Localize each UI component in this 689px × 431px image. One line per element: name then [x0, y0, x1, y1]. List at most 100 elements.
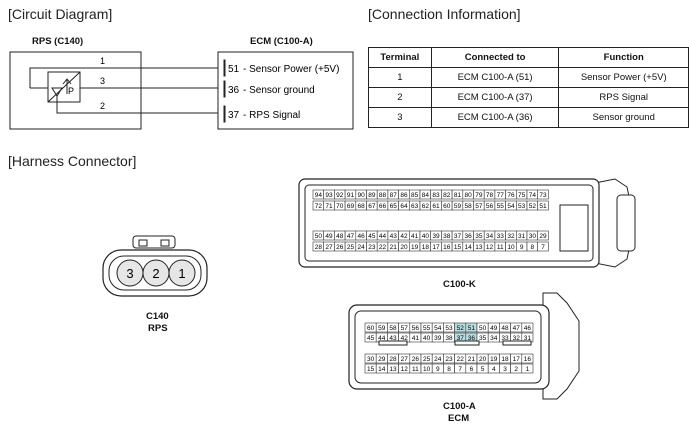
c100k-pin-label: 86: [400, 192, 408, 199]
c100a-pin-label: 43: [389, 335, 397, 342]
ecm-pin-37-label: - RPS Signal: [243, 110, 300, 121]
c100k-pin-label: 68: [358, 203, 366, 210]
c100k-pin-label: 72: [315, 203, 323, 210]
c100k-pin: [537, 230, 549, 241]
c100a-pin-label: 57: [401, 325, 409, 332]
c100a-pin-label: 28: [389, 356, 397, 363]
c100k-pin: [537, 189, 549, 200]
c100a-pin-label: 36: [468, 335, 476, 342]
c100k-pin-label: 30: [529, 233, 537, 240]
c100k-pin-label: 92: [336, 192, 344, 199]
c100k-pin-label: 80: [465, 192, 473, 199]
c100k-pin-label: 12: [486, 244, 494, 251]
c100a-pin-label: 35: [479, 335, 487, 342]
c100a-sublabel: ECM: [448, 413, 470, 424]
c100k-pin-label: 88: [379, 192, 387, 199]
c100a-label: C100-A: [443, 401, 476, 412]
c100k-pin-label: 58: [465, 203, 473, 210]
c100k-pin-label: 49: [325, 233, 333, 240]
c100k-label: C100-K: [443, 279, 476, 290]
c100k-pin-label: 59: [454, 203, 462, 210]
c100k-pin-label: 18: [422, 244, 430, 251]
rps-title: RPS (C140): [32, 36, 84, 47]
c100k-pin-label: 33: [497, 233, 505, 240]
c100a-pin-label: 2: [514, 366, 518, 373]
c100a-pin-label: 42: [401, 335, 409, 342]
c100a-pin-label: 9: [436, 366, 440, 373]
ecm-pin-36: 36: [228, 85, 240, 96]
c100k-pin-label: 26: [336, 244, 344, 251]
c100k-pin-label: 34: [486, 233, 494, 240]
c100a-pin-label: 18: [501, 356, 509, 363]
c100k-pin-label: 79: [475, 192, 483, 199]
c100k-pin-label: 43: [390, 233, 398, 240]
c100a-pin-label: 38: [445, 335, 453, 342]
c100k-pin-label: 44: [379, 233, 387, 240]
c100a-pin-label: 13: [389, 366, 397, 373]
wire-label-2: 2: [100, 101, 105, 111]
c100k-pin-label: 28: [315, 244, 323, 251]
c100k-pin-label: 14: [465, 244, 473, 251]
c100a-pin-label: 29: [378, 356, 386, 363]
c100k-pin-label: 20: [400, 244, 408, 251]
c100k-pin-label: 40: [422, 233, 430, 240]
c100k-pin-label: 62: [422, 203, 430, 210]
c100k-pin-label: 87: [390, 192, 398, 199]
c100a-pin-label: 17: [513, 356, 521, 363]
c140-pin-1: 1: [178, 266, 185, 281]
circuit-diagram: P 1 3 2 51 - Sensor Power (+5V) 36 - Sen…: [9, 51, 354, 130]
c100a-pin-label: 14: [378, 366, 386, 373]
c100k-pin-label: 46: [358, 233, 366, 240]
table-cell: RPS Signal: [558, 87, 689, 108]
table-cell: ECM C100-A (36): [430, 107, 560, 128]
c100a-pin-label: 53: [445, 325, 453, 332]
c100a-pin-label: 52: [457, 325, 465, 332]
c100k-pin-label: 36: [465, 233, 473, 240]
c100a-pin-label: 41: [412, 335, 420, 342]
c100a-pin-label: 49: [490, 325, 498, 332]
c100k-pin-label: 35: [475, 233, 483, 240]
c100k-pin-label: 70: [336, 203, 344, 210]
c100k-pin-label: 41: [411, 233, 419, 240]
connection-table: Terminal Connected to Function 1 ECM C10…: [368, 47, 689, 128]
c100a-pin-label: 20: [479, 356, 487, 363]
c100k-pin-label: 7: [541, 244, 545, 251]
c100k-pin-label: 19: [411, 244, 419, 251]
wire-label-1: 1: [100, 56, 105, 66]
c100a-pin-label: 5: [481, 366, 485, 373]
c100k-pin-label: 76: [507, 192, 515, 199]
c100k-pin-label: 81: [454, 192, 462, 199]
c100k-pin-label: 69: [347, 203, 355, 210]
c100k-pin-label: 74: [529, 192, 537, 199]
c100a-pin-label: 30: [367, 356, 375, 363]
c100k-pin-label: 24: [358, 244, 366, 251]
c100k-pin-label: 52: [529, 203, 537, 210]
c100k-pin-label: 21: [390, 244, 398, 251]
c100k-pin-label: 9: [520, 244, 524, 251]
c100k-pin-label: 17: [432, 244, 440, 251]
ecm-box: [217, 51, 354, 130]
c100k-pin-label: 13: [475, 244, 483, 251]
c100a-pin-label: 55: [423, 325, 431, 332]
c100k-pin-label: 57: [475, 203, 483, 210]
c100k-pin-label: 29: [539, 233, 547, 240]
pressure-sensor-icon: [47, 71, 81, 103]
connection-info-heading: [Connection Information]: [368, 6, 521, 22]
c100a-pin-label: 12: [401, 366, 409, 373]
c100k-pin-label: 50: [315, 233, 323, 240]
c100k-pin-label: 51: [539, 203, 547, 210]
c100k-pin-label: 89: [368, 192, 376, 199]
c100a-pin-label: 27: [401, 356, 409, 363]
c100a-pin-label: 15: [367, 366, 375, 373]
c100k-pin-label: 91: [347, 192, 355, 199]
c140-pin-3: 3: [126, 266, 133, 281]
c100a-pin-label: 50: [479, 325, 487, 332]
c140-connector: 3 2 1: [102, 235, 208, 297]
table-row: 2 ECM C100-A (37) RPS Signal: [368, 87, 689, 108]
c100a-pin-label: 21: [468, 356, 476, 363]
c100k-pin-label: 32: [507, 233, 515, 240]
c100k-pin-label: 63: [411, 203, 419, 210]
c100k-pin: [537, 200, 549, 211]
